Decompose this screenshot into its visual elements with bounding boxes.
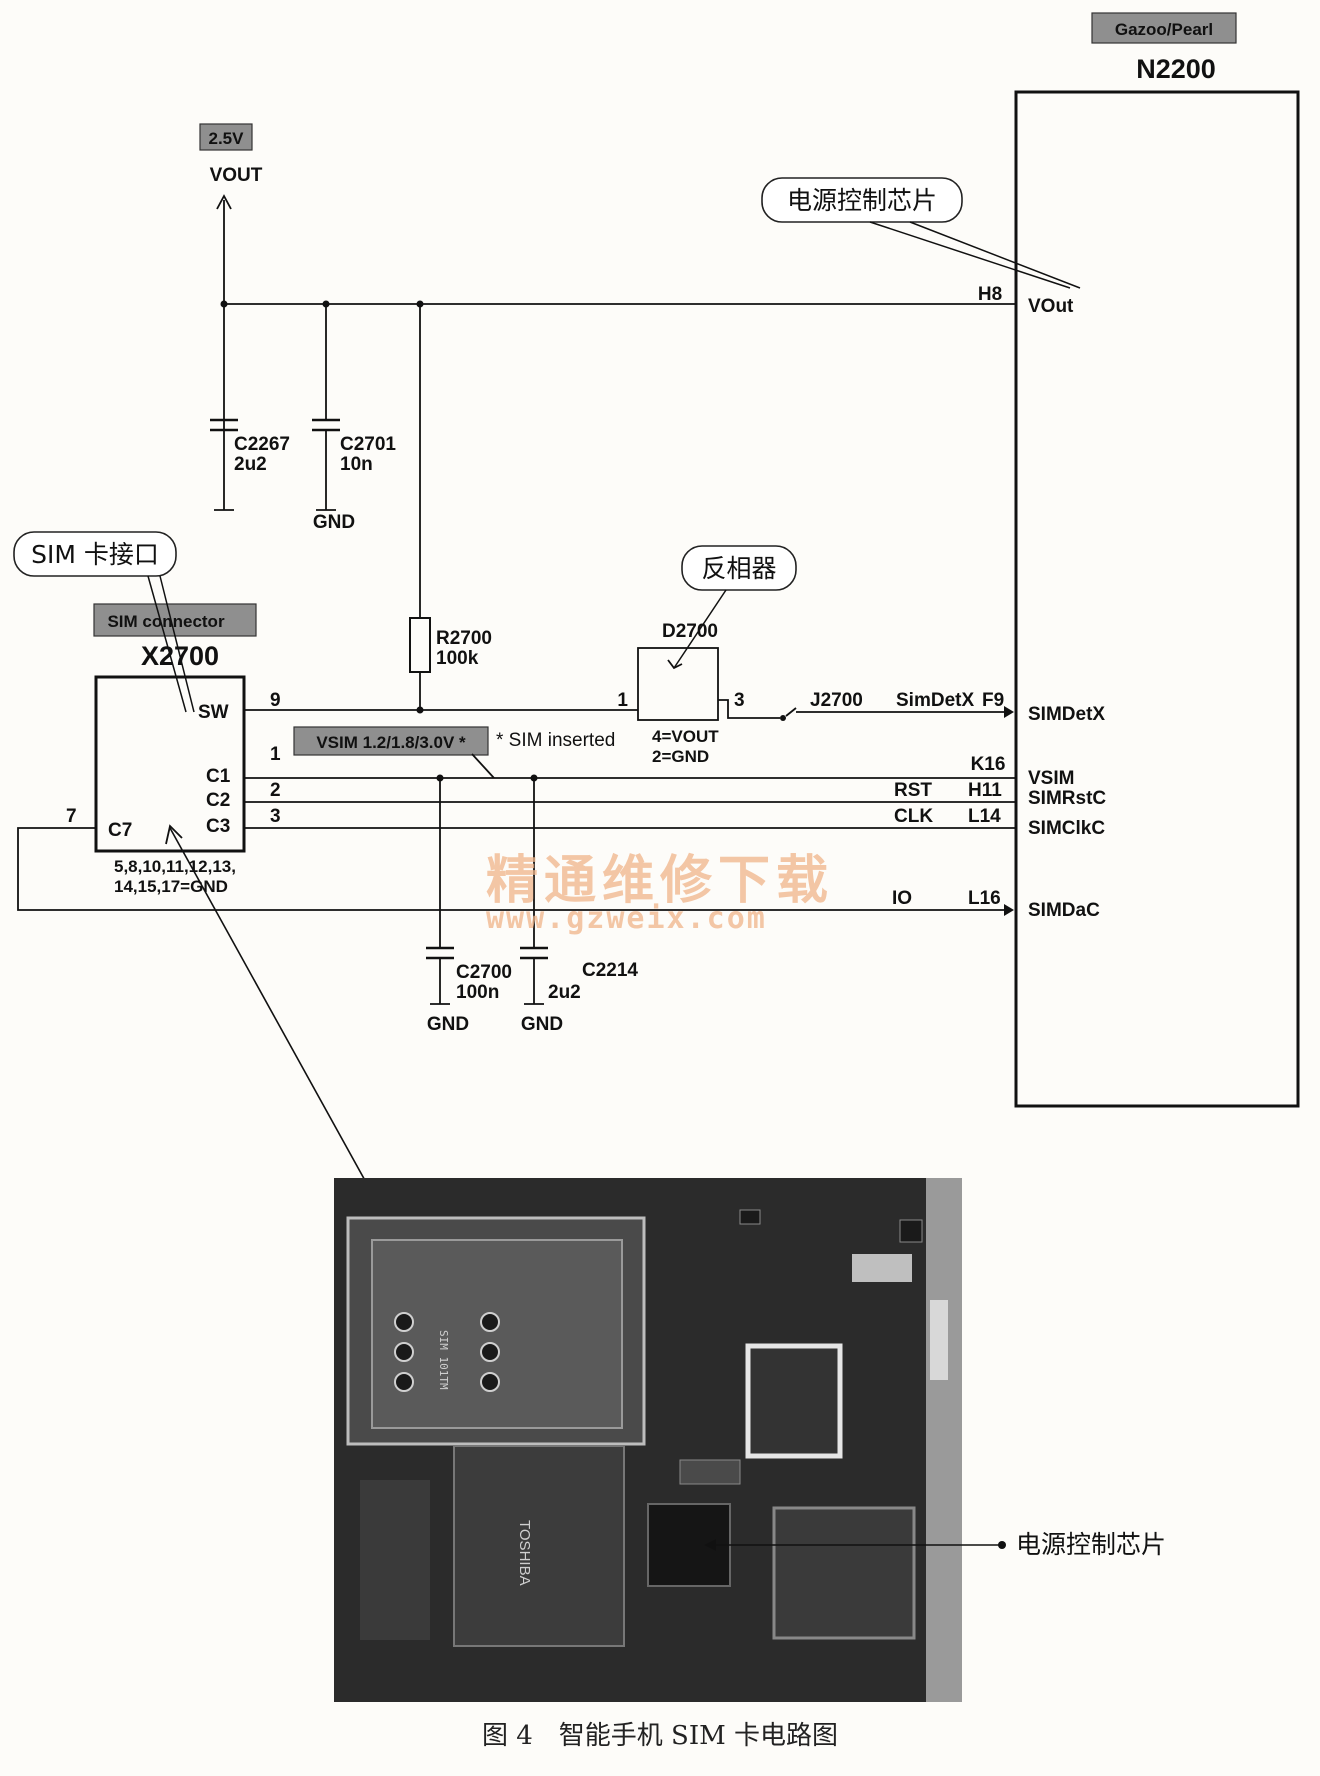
- vsim-pin-label: VSIM: [1028, 768, 1074, 789]
- gnd-label: GND: [521, 1014, 563, 1035]
- vout-pin-label: VOut: [1028, 296, 1074, 317]
- h8-label: H8: [978, 284, 1002, 305]
- simclkc-pin-label: SIMClkC: [1028, 818, 1105, 839]
- ic-n2200: Gazoo/Pearl N2200: [1014, 12, 1300, 1108]
- arrow-head-icon: [165, 824, 183, 845]
- c2700-value: 100n: [456, 982, 499, 1003]
- c7-pin-label: C7: [108, 820, 132, 841]
- simrstc-pin-label: SIMRstC: [1028, 788, 1106, 809]
- pin1-label: 1: [270, 744, 281, 765]
- x2700-body: [94, 675, 246, 853]
- capacitor-c2214: C2214 2u2 GND: [520, 778, 638, 1035]
- pin7-label: 7: [66, 806, 77, 827]
- sim-tray-marking: SIM 101TM: [437, 1330, 450, 1390]
- c2700-label: C2700: [456, 962, 512, 983]
- callout-sim-text: SIM 卡接口: [31, 540, 159, 569]
- d2700-output-wire: [718, 699, 780, 719]
- rst-label: RST: [894, 780, 932, 801]
- rf-chip: [772, 1506, 916, 1640]
- gnd-pins-line1: 5,8,10,11,12,13,: [114, 857, 236, 876]
- sim-tray-contacts: [394, 1312, 500, 1392]
- callout-power-text: 电源控制芯片: [787, 186, 937, 215]
- resistor-r2700: R2700 100k: [409, 304, 492, 714]
- h11-label: H11: [968, 780, 1002, 801]
- c2267-label: C2267: [234, 434, 290, 455]
- c2214-label: C2214: [582, 960, 638, 981]
- d2700-note-vout: 4=VOUT: [652, 727, 719, 746]
- l16-label: L16: [968, 888, 1001, 909]
- capacitor-c2701: C2701 10n GND: [312, 304, 396, 533]
- pcb-photo: SIM 101TM TOSHIBA 电源控制芯片: [334, 1178, 1166, 1702]
- vsim-tag-label: VSIM 1.2/1.8/3.0V *: [316, 733, 466, 752]
- d2700-body: [637, 647, 719, 721]
- n2200-body: [1014, 90, 1300, 1108]
- pin3-label: 3: [270, 806, 281, 827]
- vout-top-label: VOUT: [210, 165, 263, 186]
- r2700-value: 100k: [436, 648, 479, 669]
- vsim-tag: [293, 726, 489, 756]
- pin2-label: 2: [270, 780, 281, 801]
- c2701-value: 10n: [340, 454, 373, 475]
- jumper-j2700-icon: [785, 707, 797, 717]
- c3-pin-label: C3: [206, 816, 230, 837]
- inverter-d2700: D2700 1 3 4=VOUT 2=GND: [617, 621, 1014, 766]
- c2-pin-label: C2: [206, 790, 230, 811]
- clk-label: CLK: [894, 806, 933, 827]
- supply-2v5: 2.5V VOUT H8 VOut: [199, 123, 1074, 510]
- sw-pin-label: SW: [198, 702, 229, 723]
- k16-label: K16: [971, 754, 1006, 775]
- r2700-label: R2700: [436, 628, 492, 649]
- simdetx-arrow-icon: [1004, 706, 1014, 718]
- figure-caption: 图 4 智能手机 SIM 卡电路图: [482, 1721, 838, 1751]
- callout-power-chip: 电源控制芯片: [761, 177, 1081, 289]
- memory-chip-marking: TOSHIBA: [516, 1520, 533, 1586]
- jumper-j2700-dot: [780, 715, 786, 721]
- v25-tag: [199, 123, 253, 151]
- c1-pin-label: C1: [206, 766, 231, 787]
- capacitor-c2700: C2700 100n GND: [426, 778, 512, 1035]
- sim-connector-label: SIM connector: [107, 612, 225, 631]
- sim-inserted-label: * SIM inserted: [496, 730, 615, 751]
- io-net-wire: [17, 827, 1012, 911]
- c2267-value: 2u2: [234, 454, 267, 475]
- processor-chip: [745, 1343, 843, 1459]
- d2700-note-gnd: 2=GND: [652, 747, 709, 766]
- gnd-label: GND: [313, 512, 355, 533]
- vout-arrow-icon: [216, 194, 232, 210]
- gazoo-pearl-tag: [1091, 12, 1237, 44]
- f9-label: F9: [982, 690, 1004, 711]
- simdac-pin-label: SIMDaC: [1028, 900, 1100, 921]
- gnd-pins-line2: 14,15,17=GND: [114, 877, 228, 896]
- c2214-value: 2u2: [548, 982, 581, 1003]
- vsim-tag-leader: [471, 753, 495, 779]
- l14-label: L14: [968, 806, 1001, 827]
- d2700-pin3-label: 3: [734, 690, 745, 711]
- c2701-label: C2701: [340, 434, 396, 455]
- simdetx-pin-label: SIMDetX: [1028, 704, 1105, 725]
- callout-inverter-text: 反相器: [701, 554, 776, 583]
- v25-label: 2.5V: [209, 129, 245, 148]
- small-component: [852, 1254, 912, 1282]
- d2700-pin1-label: 1: [617, 690, 628, 711]
- simdetx-net-label: SimDetX: [896, 690, 974, 711]
- callout-inverter: 反相器: [667, 545, 797, 670]
- sim-connector-x2700: SIM connector X2700 SW C1 C2 C3 C7 5,8,1…: [93, 603, 257, 896]
- io-arrow-icon: [1004, 904, 1014, 916]
- junction-dot: [220, 300, 228, 308]
- watermark-url: www.gzweix.com: [486, 901, 767, 936]
- n2200-label: N2200: [1136, 54, 1216, 84]
- io-label: IO: [892, 888, 912, 909]
- d2700-label: D2700: [662, 621, 718, 642]
- photo-power-chip-label: 电源控制芯片: [1016, 1530, 1166, 1559]
- gazoo-pearl-label: Gazoo/Pearl: [1115, 20, 1213, 39]
- pin9-label: 9: [270, 690, 281, 711]
- watermark-cn: 精通维修下载: [486, 851, 834, 911]
- j2700-label: J2700: [810, 690, 863, 711]
- callout-sim-interface: SIM 卡接口: [13, 531, 195, 713]
- gnd-label: GND: [427, 1014, 469, 1035]
- memory-chip: [453, 1445, 625, 1647]
- sim-connector-tag: [93, 603, 257, 637]
- capacitor-c2267: C2267 2u2: [210, 418, 290, 511]
